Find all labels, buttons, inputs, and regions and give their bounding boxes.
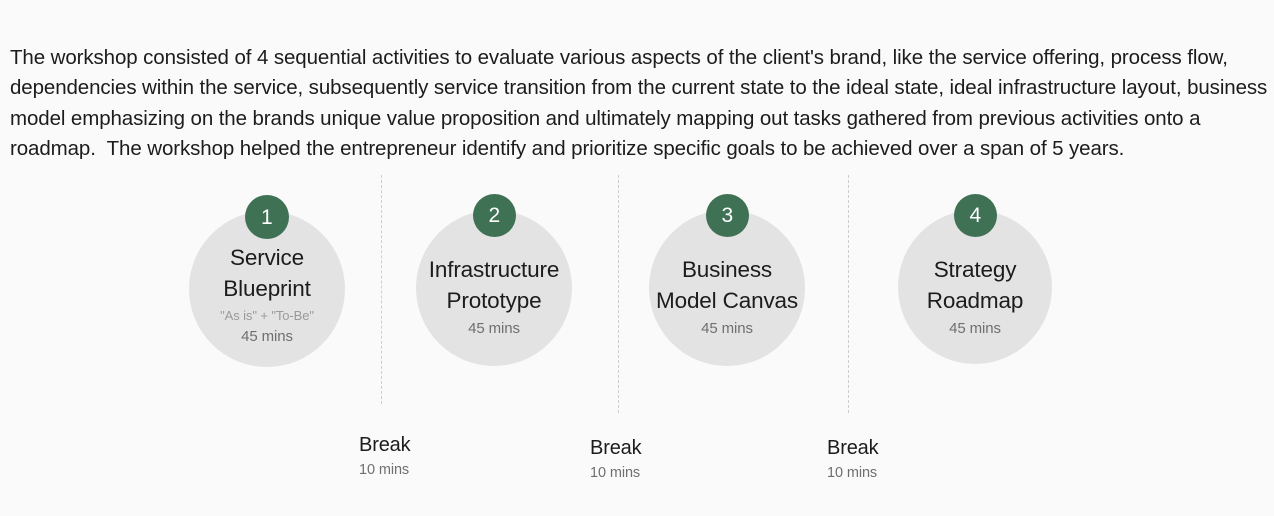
activity-title-1: Service Blueprint (223, 245, 311, 301)
intro-paragraph: The workshop consisted of 4 sequential a… (10, 45, 1273, 161)
activity-badge-4: 4 (954, 194, 997, 237)
break-label-1: Break (359, 434, 411, 456)
activity-number-1: 1 (261, 205, 273, 229)
break-label-2: Break (590, 437, 642, 459)
break-label-3: Break (827, 437, 879, 459)
divider-line-1 (381, 175, 382, 404)
activity-title-3: Business Model Canvas (655, 257, 799, 313)
break-duration-1: 10 mins (359, 462, 410, 478)
divider-line-2 (618, 175, 619, 413)
activity-number-2: 2 (488, 204, 501, 227)
activity-badge-2: 2 (473, 194, 516, 237)
activity-node-2[interactable]: 2 Infrastructure Prototype 45 mins (416, 194, 572, 366)
divider-line-3 (848, 175, 849, 413)
activity-duration-2: 45 mins (468, 320, 520, 337)
activity-node-4[interactable]: 4 Strategy Roadmap 45 mins (898, 194, 1052, 364)
activity-number-3: 3 (721, 204, 734, 227)
activity-duration-1: 45 mins (241, 328, 293, 345)
break-duration-2: 10 mins (590, 465, 641, 481)
activity-badge-1: 1 (245, 195, 289, 239)
activity-number-4: 4 (969, 204, 982, 227)
break-block-2: Break 10 mins (590, 436, 642, 483)
activity-title-2: Infrastructure Prototype (428, 257, 560, 313)
break-duration-3: 10 mins (827, 465, 878, 481)
break-block-3: Break 10 mins (827, 436, 879, 483)
break-block-1: Break 10 mins (359, 433, 411, 480)
activity-node-1[interactable]: 1 Service Blueprint "As is" + "To-Be" 45… (189, 195, 345, 367)
activity-content-3: Business Model Canvas 45 mins (649, 255, 805, 339)
activity-note-1: "As is" + "To-Be" (220, 308, 314, 323)
activity-title-4: Strategy Roadmap (926, 257, 1024, 313)
activity-node-3[interactable]: 3 Business Model Canvas 45 mins (649, 194, 805, 366)
activity-content-1: Service Blueprint "As is" + "To-Be" 45 m… (189, 243, 345, 347)
activity-content-4: Strategy Roadmap 45 mins (898, 255, 1052, 339)
activity-duration-4: 45 mins (949, 320, 1001, 337)
activity-content-2: Infrastructure Prototype 45 mins (416, 255, 572, 339)
activity-duration-3: 45 mins (701, 320, 753, 337)
activity-badge-3: 3 (706, 194, 749, 237)
